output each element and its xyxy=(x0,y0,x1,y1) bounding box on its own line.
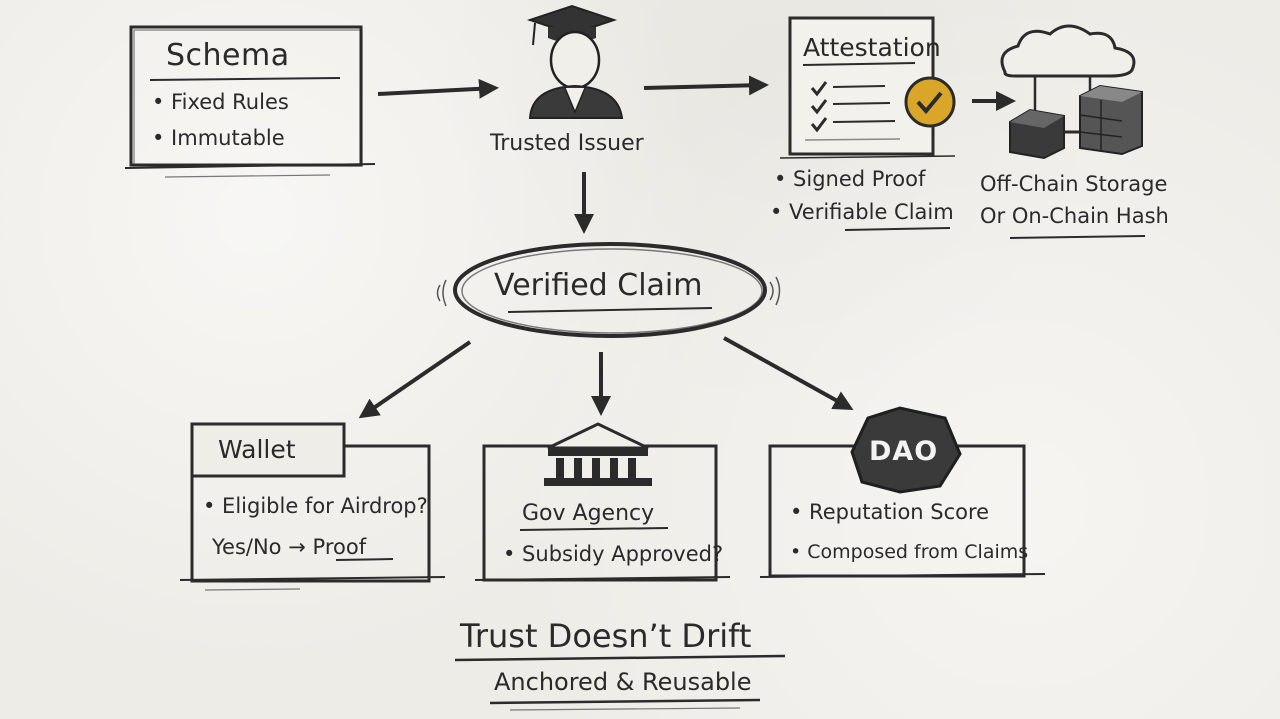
verified-claim-label: Verified Claim xyxy=(494,268,703,303)
schema-item-1: • Fixed Rules xyxy=(152,90,289,114)
checkmark-badge-icon xyxy=(904,76,956,128)
attestation-document xyxy=(779,16,956,159)
wallet-yes-no: Yes/No xyxy=(212,535,282,559)
storage-underline xyxy=(1009,235,1146,239)
issuer-label: Trusted Issuer xyxy=(490,131,644,156)
verified-claim-ellipse xyxy=(436,242,781,338)
arrow-issuer-to-attestation xyxy=(643,75,769,96)
footer-title: Trust Doesn’t Drift xyxy=(460,617,752,655)
footer-underlines xyxy=(454,654,786,711)
footer-subtitle: Anchored & Reusable xyxy=(494,668,752,696)
schema-title: Schema xyxy=(166,38,290,73)
government-building-icon xyxy=(544,422,652,486)
arrow-claim-to-dao xyxy=(723,336,854,410)
wallet-box xyxy=(179,422,446,591)
attestation-title: Attestation xyxy=(803,33,941,62)
attestation-underline xyxy=(844,227,951,231)
storage-line-1: Off-Chain Storage xyxy=(980,172,1168,196)
wallet-line-1: • Eligible for Airdrop? xyxy=(203,494,428,518)
gov-title: Gov Agency xyxy=(522,501,655,526)
arrow-schema-to-issuer xyxy=(377,78,499,99)
wallet-line-2: Yes/No → Proof xyxy=(212,535,366,559)
schema-box xyxy=(124,25,376,178)
arrow-right-icon: → xyxy=(288,535,306,559)
dao-item-2: • Composed from Claims xyxy=(790,541,1029,563)
attestation-item-1: • Signed Proof xyxy=(774,167,926,191)
gov-line-1: • Subsidy Approved? xyxy=(503,542,724,566)
wallet-title: Wallet xyxy=(218,435,296,464)
block-icon xyxy=(1009,108,1065,160)
graduate-icon xyxy=(526,4,624,119)
dao-badge-label: DAO xyxy=(869,436,939,467)
cloud-icon xyxy=(1000,24,1136,110)
chain-cube-icon xyxy=(1079,84,1143,156)
dao-item-1: • Reputation Score xyxy=(790,500,990,524)
storage-line-2: Or On-Chain Hash xyxy=(980,204,1169,228)
schema-item-2: • Immutable xyxy=(152,126,285,150)
attestation-item-2: • Verifiable Claim xyxy=(770,200,954,224)
dao-hexagon-badge xyxy=(850,406,962,494)
wallet-proof: Proof xyxy=(312,535,367,559)
arrow-claim-to-wallet xyxy=(358,340,472,419)
